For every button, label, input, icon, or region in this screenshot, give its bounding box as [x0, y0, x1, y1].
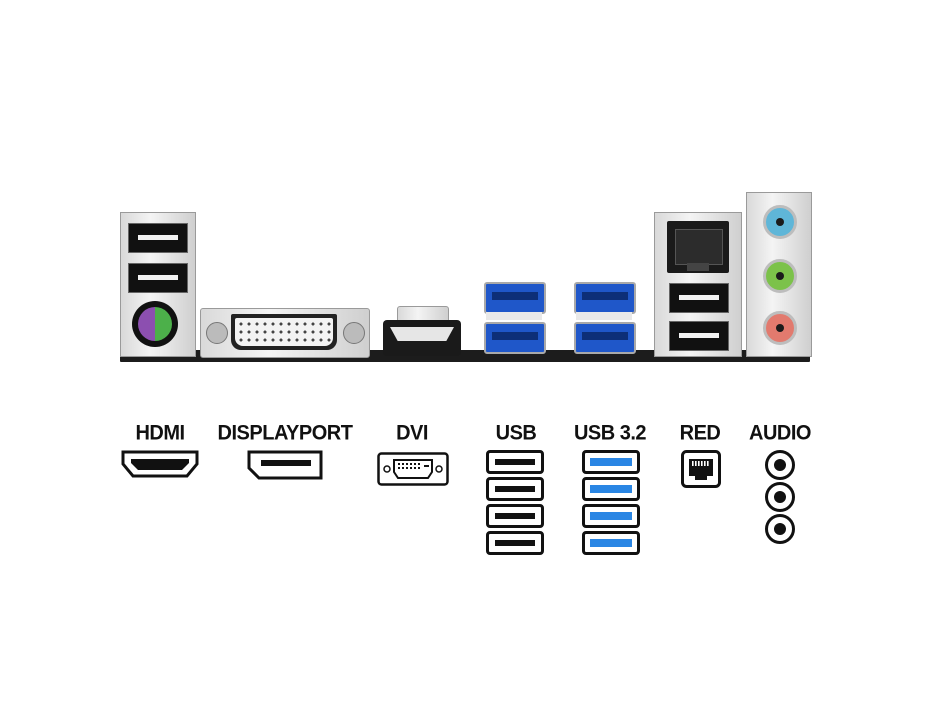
hdmi-port-icon: [121, 450, 199, 478]
dvi-label: DVI: [396, 421, 428, 445]
audio-stack: [746, 192, 812, 357]
audio-jack-icon: [765, 482, 795, 512]
audio-jack-line-in: [763, 205, 797, 239]
usb3-port: [484, 282, 546, 314]
usb3-port-icon: [582, 531, 640, 555]
io-panel-photo: [120, 192, 812, 362]
usb2-ps2-stack: [120, 212, 196, 357]
usb-port-icon: [486, 504, 544, 528]
usb32-label: USB 3.2: [573, 421, 647, 445]
dvi-screw-left: [206, 322, 228, 344]
usb2-port: [128, 263, 188, 293]
displayport-port-icon: [247, 450, 323, 480]
ethernet-port-icon: [681, 450, 721, 488]
port-legend: HDMI DISPLAYPORT DVI: [0, 410, 930, 570]
audio-jack-icon: [765, 514, 795, 544]
usb2-port: [128, 223, 188, 253]
ps2-port: [132, 301, 178, 347]
audio-jack-line-out: [763, 259, 797, 293]
usb-port-icon: [486, 450, 544, 474]
rj45-port: [667, 221, 729, 273]
usb3-port: [574, 282, 636, 314]
audio-jack-icon: [765, 450, 795, 480]
audio-jack-mic: [763, 311, 797, 345]
usb3-stack-right: [572, 278, 638, 358]
usb-label: USB: [495, 421, 537, 445]
audio-label: AUDIO: [749, 421, 811, 445]
usb3-port-icon: [582, 504, 640, 528]
hdmi-port: [383, 306, 461, 356]
usb3-port: [484, 322, 546, 354]
dvi-screw-right: [343, 322, 365, 344]
hdmi-label: HDMI: [135, 421, 185, 445]
usb3-port-icon: [582, 477, 640, 501]
red-label: RED: [679, 421, 721, 445]
usb-port-icon: [486, 477, 544, 501]
dvi-port-icon: [377, 452, 449, 486]
dvi-connector: [231, 314, 337, 350]
usb3-port-icon: [582, 450, 640, 474]
dvi-port: [200, 308, 370, 358]
usb3-port: [574, 322, 636, 354]
usb2-port: [669, 321, 729, 351]
usb-port-icon: [486, 531, 544, 555]
usb3-stack-left: [482, 278, 548, 358]
usb2-port: [669, 283, 729, 313]
displayport-label: DISPLAYPORT: [217, 421, 353, 445]
lan-usb-stack: [654, 212, 742, 357]
